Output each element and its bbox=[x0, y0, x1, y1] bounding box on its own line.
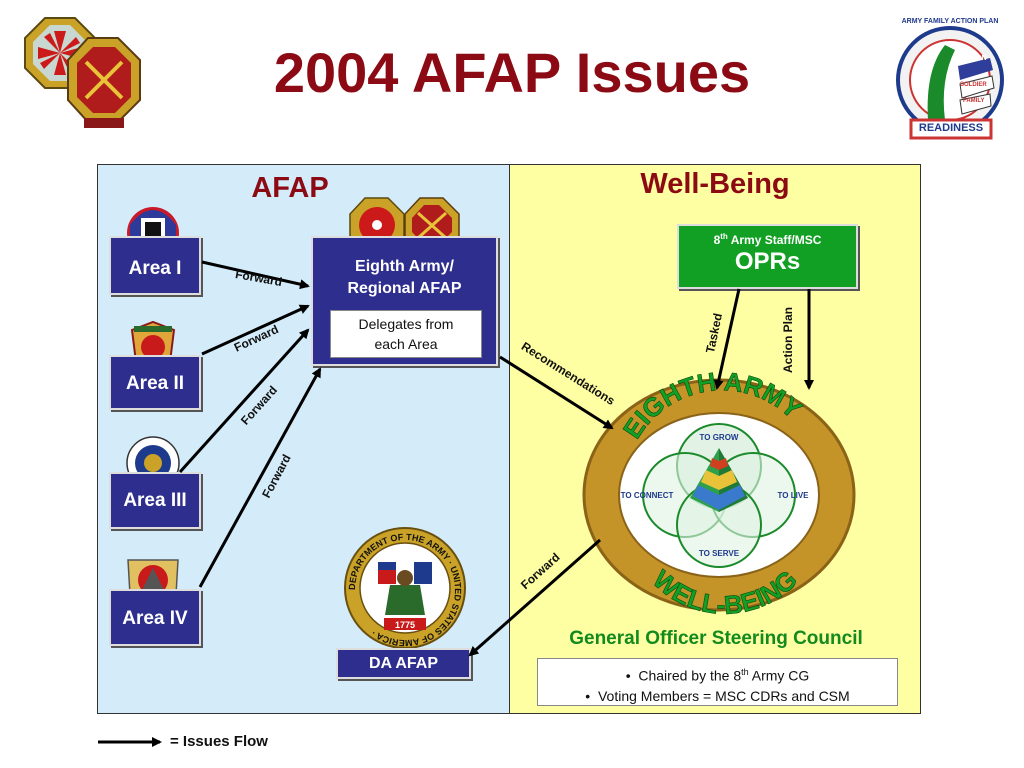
legend-text: = Issues Flow bbox=[170, 733, 268, 750]
area-i-box: Area I bbox=[109, 236, 201, 295]
area-iii-label: Area III bbox=[123, 490, 187, 511]
eighth-army-title-line2: Regional AFAP bbox=[347, 280, 462, 297]
delegates-line1: Delegates from bbox=[358, 316, 454, 332]
area-iv-box: Area IV bbox=[109, 589, 201, 646]
area-iv-label: Area IV bbox=[122, 608, 188, 629]
da-afap-box: DA AFAP bbox=[336, 648, 471, 679]
area-ii-box: Area II bbox=[109, 355, 201, 410]
gosc-bullet-1: • Chaired by the 8th Army CG bbox=[625, 667, 810, 684]
oprs-subtitle: 8th Army Staff/MSC bbox=[713, 232, 822, 247]
gosc-bullet-2: • Voting Members = MSC CDRs and CSM bbox=[585, 687, 850, 704]
gosc-bullets: • Chaired by the 8th Army CG • Voting Me… bbox=[537, 658, 898, 706]
delegates-box: Delegates from each Area bbox=[330, 310, 482, 358]
delegates-line2: each Area bbox=[374, 336, 438, 352]
afap-family-label: FAMILY bbox=[963, 98, 985, 104]
area-ii-label: Area II bbox=[125, 373, 185, 394]
oprs-box: 8th Army Staff/MSC OPRs bbox=[677, 224, 858, 289]
oprs-title: OPRs bbox=[734, 248, 801, 275]
well-being-heading: Well-Being bbox=[640, 168, 790, 200]
afap-ring-text: ARMY FAMILY ACTION PLAN bbox=[901, 18, 999, 25]
area-i-label: Area I bbox=[128, 258, 182, 279]
afap-mission-label: MISSION bbox=[957, 55, 987, 62]
afap-heading: AFAP bbox=[251, 172, 329, 204]
afap-readiness-label: READINESS bbox=[918, 122, 984, 134]
gosc-title: General Officer Steering Council bbox=[569, 628, 863, 649]
page-title: 2004 AFAP Issues bbox=[273, 41, 751, 104]
area-iii-box: Area III bbox=[109, 472, 201, 529]
eighth-army-title-line1: Eighth Army/ bbox=[355, 258, 454, 275]
afap-soldier-label: SOLDIER bbox=[960, 82, 987, 88]
